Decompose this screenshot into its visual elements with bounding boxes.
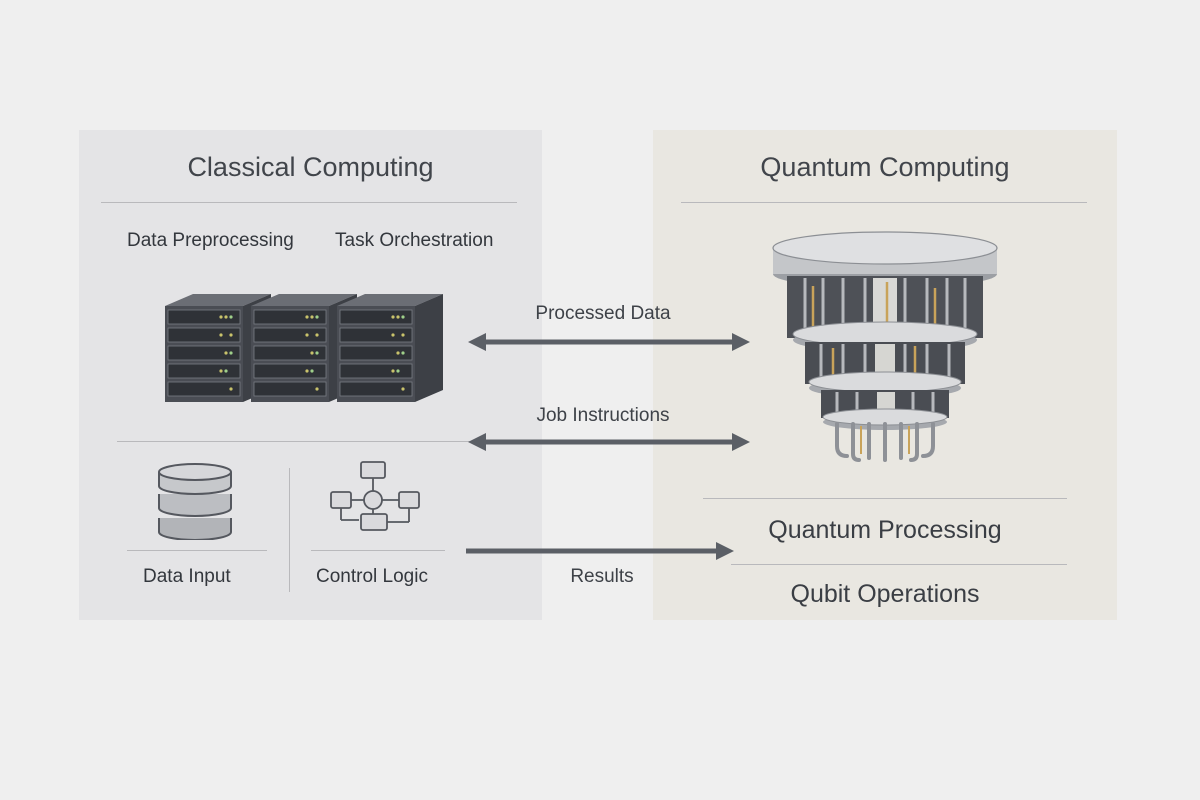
control-logic-label: Control Logic	[316, 566, 428, 587]
title-divider	[681, 202, 1087, 203]
processing-divider	[703, 498, 1067, 499]
results-arrow	[466, 542, 734, 560]
data-preprocessing-label: Data Preprocessing	[127, 230, 294, 251]
job-instructions-label: Job Instructions	[536, 405, 670, 426]
vertical-divider	[289, 468, 290, 592]
classical-computing-panel: Classical Computing Data Preprocessing T…	[79, 130, 542, 620]
qubit-operations-label: Qubit Operations	[790, 580, 980, 608]
processed-data-arrow	[468, 333, 750, 351]
results-label: Results	[570, 566, 634, 587]
title-divider	[101, 202, 517, 203]
processed-data-label: Processed Data	[535, 303, 671, 324]
data-input-divider	[127, 550, 267, 551]
quantum-computing-panel: Quantum Computing	[653, 130, 1117, 620]
operations-divider	[731, 564, 1067, 565]
job-instructions-arrow	[468, 433, 750, 451]
classical-title: Classical Computing	[187, 152, 434, 182]
quantum-processing-label: Quantum Processing	[768, 516, 1002, 544]
database-icon	[158, 463, 232, 540]
server-rack-icon	[165, 293, 444, 403]
data-input-label: Data Input	[143, 566, 231, 587]
task-orchestration-label: Task Orchestration	[335, 230, 494, 251]
control-logic-divider	[311, 550, 445, 551]
section-divider	[117, 441, 493, 442]
quantum-title: Quantum Computing	[760, 152, 1010, 182]
flowchart-icon	[330, 461, 420, 531]
quantum-computer-icon	[772, 231, 998, 462]
